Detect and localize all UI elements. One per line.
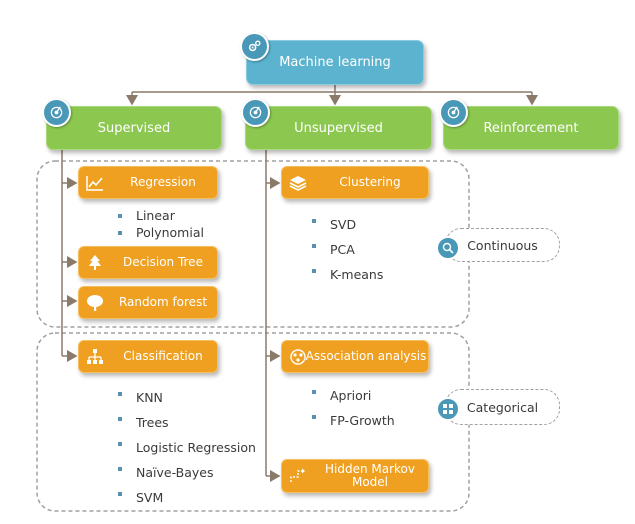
tree-icon — [85, 253, 105, 273]
layers-icon — [288, 173, 308, 193]
random-forest-node: Random forest — [78, 286, 218, 319]
clustering-items: SVD PCA K-means — [308, 212, 383, 287]
list-item: SVM — [114, 485, 256, 510]
random-forest-label: Random forest — [118, 295, 208, 309]
supervised-label: Supervised — [97, 120, 171, 136]
target-icon — [241, 98, 270, 127]
regression-items: Linear Polynomial — [114, 207, 204, 241]
list-item: Linear — [114, 207, 204, 224]
machine-learning-node: Machine learning — [240, 32, 424, 85]
list-item: SVD — [308, 212, 383, 237]
path-icon — [288, 466, 308, 486]
hidden-markov-model-label: Hidden Markov Model — [325, 462, 415, 489]
machine-learning-label: Machine learning — [279, 55, 391, 70]
continuous-group-outline — [36, 160, 470, 328]
list-item: Logistic Regression — [114, 435, 256, 460]
target-icon — [439, 98, 468, 127]
classification-node: Classification — [78, 340, 218, 373]
magnifier-icon — [436, 236, 460, 260]
association-analysis-node: Association analysis — [281, 340, 429, 373]
network-icon — [288, 347, 308, 367]
unsupervised-label: Unsupervised — [294, 120, 383, 136]
categorical-group-outline — [36, 332, 470, 512]
list-item: PCA — [308, 237, 383, 262]
clustering-label: Clustering — [339, 175, 401, 189]
association-analysis-label: Association analysis — [305, 349, 427, 363]
continuous-label: Continuous — [467, 237, 538, 253]
regression-node: Regression — [78, 166, 218, 199]
decision-tree-node: Decision Tree — [78, 246, 218, 279]
reinforcement-label: Reinforcement — [483, 120, 579, 136]
regression-label: Regression — [130, 175, 196, 189]
classification-label: Classification — [123, 349, 203, 363]
categorical-label: Categorical — [466, 399, 539, 415]
list-item: KNN — [114, 385, 256, 410]
list-item: Naïve-Bayes — [114, 460, 256, 485]
unsupervised-node: Unsupervised — [241, 98, 432, 150]
decision-tree-label: Decision Tree — [123, 255, 203, 269]
tree-icon — [85, 293, 105, 313]
list-item: FP-Growth — [308, 408, 395, 433]
hierarchy-icon — [85, 347, 105, 367]
grid-icon — [436, 397, 460, 421]
association-items: Apriori FP-Growth — [308, 383, 395, 433]
gears-icon — [240, 32, 269, 61]
list-item: Trees — [114, 410, 256, 435]
target-icon — [42, 98, 71, 127]
continuous-tag: Continuous — [436, 228, 560, 262]
categorical-tag: Categorical — [436, 389, 560, 425]
clustering-node: Clustering — [281, 166, 429, 199]
line-chart-icon — [85, 173, 105, 193]
supervised-node: Supervised — [42, 98, 222, 150]
classification-items: KNN Trees Logistic Regression Naïve-Baye… — [114, 385, 256, 510]
list-item: Polynomial — [114, 224, 204, 241]
hidden-markov-model-node: Hidden Markov Model — [281, 459, 429, 493]
reinforcement-node: Reinforcement — [439, 98, 619, 150]
list-item: Apriori — [308, 383, 395, 408]
list-item: K-means — [308, 262, 383, 287]
